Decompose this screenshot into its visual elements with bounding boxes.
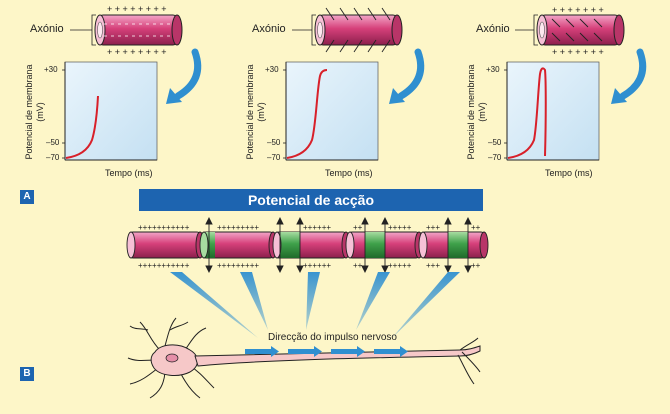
y-tick-label: –50 bbox=[46, 138, 60, 147]
charge-plus-row: + + + + + + + + bbox=[107, 47, 167, 57]
y-tick-label: –70 bbox=[267, 153, 281, 162]
charge-plus-row: + + + + + + + bbox=[552, 47, 604, 57]
charge-plus-row: + + + + + + + bbox=[552, 5, 604, 15]
y-tick-label: +30 bbox=[486, 65, 500, 74]
svg-text:+++++++++: +++++++++ bbox=[217, 223, 259, 232]
charge-plus-row: + + + + + + + + bbox=[107, 4, 167, 14]
y-axis-label: Potencial de membrana(mV) bbox=[245, 64, 266, 160]
svg-text:++: ++ bbox=[353, 261, 363, 270]
impulse-direction-label: Direcção do impulso nervoso bbox=[268, 332, 397, 343]
svg-text:+++++++++: +++++++++ bbox=[217, 261, 259, 270]
svg-text:+++: +++ bbox=[426, 223, 440, 232]
axon-label: Axónio bbox=[252, 23, 286, 35]
y-tick-label: –50 bbox=[267, 138, 281, 147]
direction-arrows bbox=[245, 346, 408, 357]
svg-text:++: ++ bbox=[471, 223, 481, 232]
svg-text:++++++: ++++++ bbox=[303, 223, 331, 232]
y-tick-label: –50 bbox=[488, 138, 502, 147]
neuron bbox=[127, 317, 481, 399]
axon-segment-b4 bbox=[345, 231, 424, 259]
y-axis-label: Potencial de membrana(mV) bbox=[24, 64, 45, 160]
y-tick-label: +30 bbox=[44, 65, 58, 74]
svg-text:+++++++++++: +++++++++++ bbox=[138, 261, 190, 270]
svg-text:+++++: +++++ bbox=[388, 261, 412, 270]
x-axis-label: Tempo (ms) bbox=[545, 168, 593, 178]
axon-label: Axónio bbox=[476, 23, 510, 35]
panel-b-badge: B bbox=[20, 367, 34, 381]
y-tick-label: –70 bbox=[488, 153, 502, 162]
svg-text:++++++: ++++++ bbox=[303, 261, 331, 270]
curved-arrow-icon bbox=[389, 48, 425, 104]
axon-segment-resting bbox=[94, 14, 183, 46]
axon-segment-depolarizing bbox=[314, 7, 403, 53]
svg-text:++: ++ bbox=[471, 261, 481, 270]
axon-segment-b3 bbox=[272, 231, 351, 259]
membrane-potential-plot-1 bbox=[62, 61, 158, 161]
svg-text:+++: +++ bbox=[426, 261, 440, 270]
panel-a-badge: A bbox=[20, 190, 34, 204]
axon-segment-b2 bbox=[199, 231, 278, 259]
axon-segment-b1 bbox=[126, 231, 205, 259]
curved-arrow-icon bbox=[611, 48, 647, 104]
y-tick-label: +30 bbox=[265, 65, 279, 74]
membrane-potential-plot-2 bbox=[283, 61, 379, 161]
projection-beams bbox=[170, 272, 460, 338]
curved-arrow-icon bbox=[166, 48, 202, 104]
y-tick-label: –70 bbox=[46, 153, 60, 162]
axon-segment-b5 bbox=[418, 231, 489, 259]
svg-text:+++++++++++: +++++++++++ bbox=[138, 223, 190, 232]
x-axis-label: Tempo (ms) bbox=[105, 168, 153, 178]
ion-flow-arrows bbox=[205, 216, 472, 274]
x-axis-label: Tempo (ms) bbox=[325, 168, 373, 178]
axon-segment-depolarized bbox=[536, 14, 625, 46]
svg-text:++: ++ bbox=[353, 223, 363, 232]
axon-label: Axónio bbox=[30, 23, 64, 35]
y-axis-label: Potencial de membrana(mV) bbox=[466, 64, 487, 160]
membrane-potential-plot-3 bbox=[504, 61, 600, 161]
action-potential-banner: Potencial de acção bbox=[139, 189, 483, 211]
svg-text:+++++: +++++ bbox=[388, 223, 412, 232]
charge-rows: +++++++++++ +++++++++++ +++++++++ ++++++… bbox=[138, 223, 481, 270]
